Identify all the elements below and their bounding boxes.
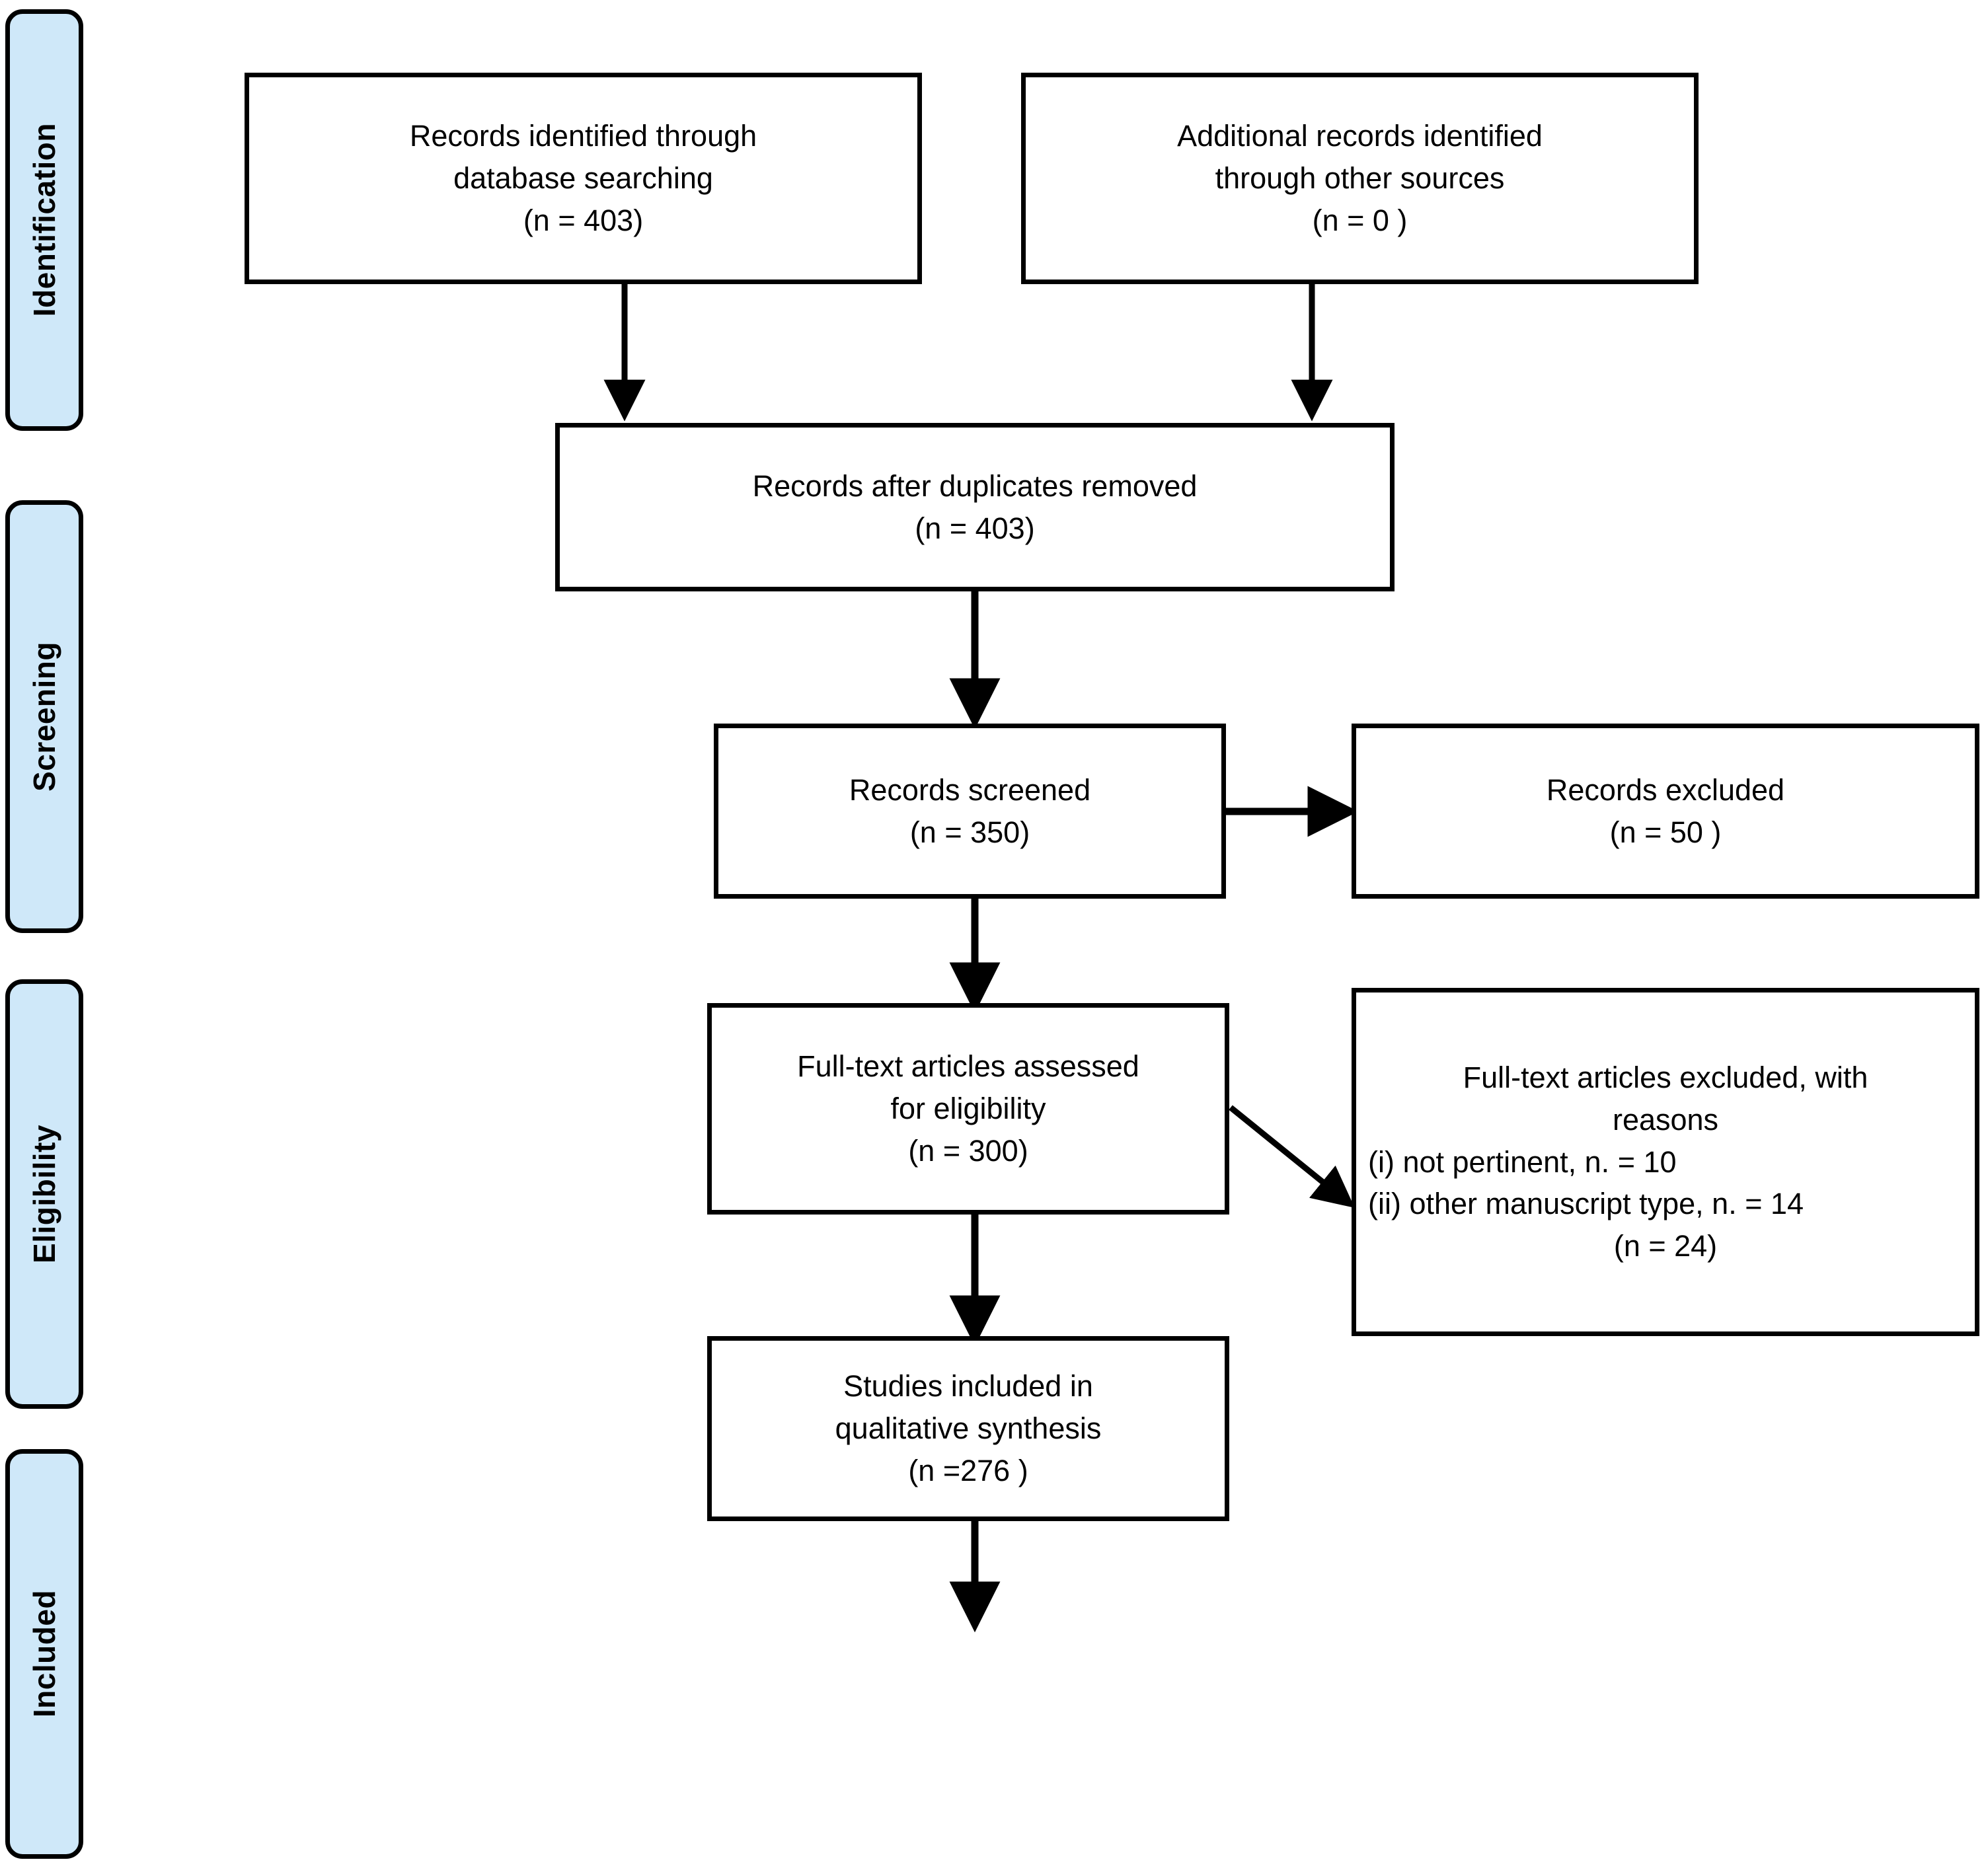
stage-tab-eligibility[interactable]: Eligibility xyxy=(5,979,83,1409)
stage-label-included: Included xyxy=(27,1590,61,1718)
stage-label-eligibility: Eligibility xyxy=(27,1125,61,1263)
box-line: Additional records identified xyxy=(1177,119,1543,153)
box-count: (n =276 ) xyxy=(908,1453,1028,1487)
box-full-text-articles-excluded: Full-text articles excluded, with reason… xyxy=(1352,988,1979,1336)
box-count: (n = 350) xyxy=(909,815,1030,849)
box-line: for eligibility xyxy=(890,1092,1046,1126)
box-studies-included: Studies included in qualitative synthesi… xyxy=(707,1336,1229,1521)
box-count: (n = 300) xyxy=(908,1133,1028,1168)
box-full-text-articles-assessed: Full-text articles assessed for eligibil… xyxy=(707,1003,1229,1215)
box-records-screened: Records screened (n = 350) xyxy=(714,724,1226,899)
box-line: Studies included in xyxy=(843,1369,1093,1404)
box-line: Full-text articles excluded, with xyxy=(1463,1060,1868,1094)
box-line: qualitative synthesis xyxy=(835,1411,1102,1446)
box-line: Records identified through xyxy=(409,119,757,153)
stage-tab-screening[interactable]: Screening xyxy=(5,500,83,933)
box-count: (n = 403) xyxy=(523,203,644,237)
box-records-excluded: Records excluded (n = 50 ) xyxy=(1352,724,1979,899)
box-count: (n = 0 ) xyxy=(1312,203,1408,237)
arrow-fulltext-to-excluded xyxy=(1229,1105,1355,1208)
box-count: (n = 24) xyxy=(1613,1229,1718,1263)
box-line: Full-text articles assessed xyxy=(797,1049,1139,1084)
exclusion-reason-item: (ii) other manuscript type, n. = 14 xyxy=(1368,1187,1804,1221)
box-count: (n = 50 ) xyxy=(1609,815,1722,849)
box-additional-records-other-sources: Additional records identified through ot… xyxy=(1021,73,1699,284)
stage-label-screening: Screening xyxy=(27,642,61,792)
box-line: Records screened xyxy=(849,772,1091,807)
box-line: through other sources xyxy=(1215,161,1505,196)
stage-tab-identification[interactable]: Identification xyxy=(5,9,83,431)
box-records-after-duplicates-removed: Records after duplicates removed (n = 40… xyxy=(555,423,1395,591)
stage-label-identification: Identification xyxy=(27,123,61,317)
box-count: (n = 403) xyxy=(915,511,1035,545)
box-line: database searching xyxy=(453,161,713,196)
stage-tab-included[interactable]: Included xyxy=(5,1449,83,1859)
box-line: Records excluded xyxy=(1546,772,1785,807)
box-line: Records after duplicates removed xyxy=(752,468,1198,503)
box-records-identified-database: Records identified through database sear… xyxy=(245,73,922,284)
exclusion-reason-item: (i) not pertinent, n. = 10 xyxy=(1368,1144,1677,1179)
box-line: reasons xyxy=(1612,1102,1719,1137)
